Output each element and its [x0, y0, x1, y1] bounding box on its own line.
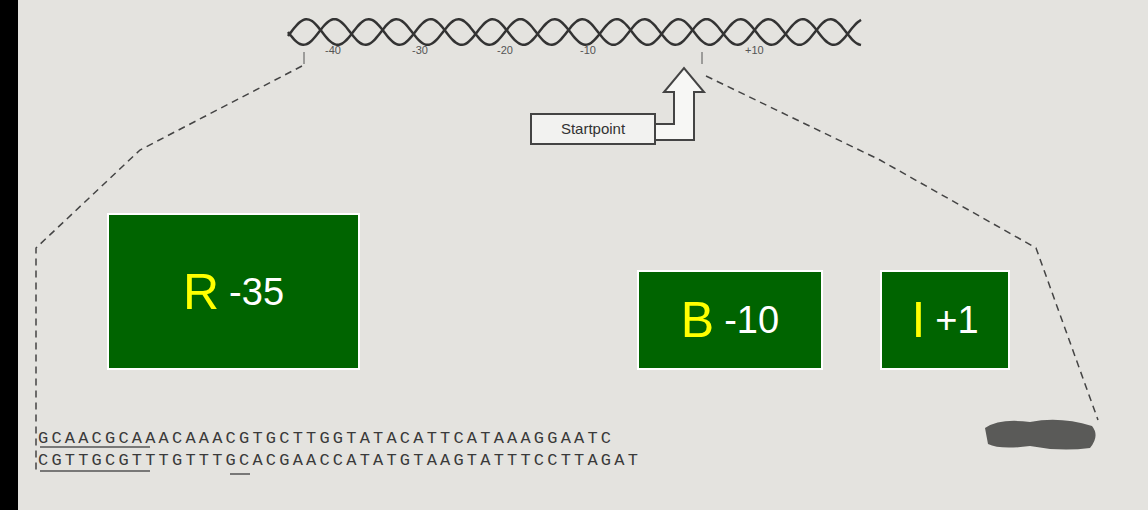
scale-number: +10: [745, 44, 764, 56]
promoter-region-box: B -10: [637, 270, 823, 370]
startpoint-box: Startpoint: [530, 113, 656, 145]
tick: [702, 52, 703, 64]
scale-number: -40: [325, 44, 341, 56]
scale-number: -10: [580, 44, 596, 56]
black-margin: [0, 0, 18, 510]
promoter-region-box: R -35: [107, 213, 360, 370]
position-number: -10: [724, 301, 779, 339]
box-label: R: [183, 267, 219, 317]
scale-number: -20: [497, 44, 513, 56]
position-number: +1: [935, 301, 978, 339]
startpoint-arrow: [650, 68, 704, 140]
underline: [40, 470, 150, 472]
dna-helix: [288, 19, 861, 45]
dashed-leaders: [36, 66, 1098, 470]
helix-strand: [288, 19, 861, 45]
helix-strand: [288, 19, 861, 45]
dna-sequence: GCAACGCAAACAAACGTGCTTGGTATACATTCATAAAGGA…: [38, 430, 614, 447]
scale-number: -30: [412, 44, 428, 56]
tick: [304, 52, 305, 64]
box-label: Startpoint: [561, 121, 625, 138]
promoter-region-box: I +1: [880, 270, 1010, 370]
underline: [230, 473, 250, 475]
box-label: B: [681, 295, 714, 345]
dna-sequence: CGTTGCGTTTGTTTGCACGAACCATATGTAAGTATTTCCT…: [38, 452, 641, 469]
scan-ground: [18, 0, 1148, 510]
position-number: -35: [229, 273, 284, 311]
ink-blot: [985, 420, 1096, 450]
box-label: I: [911, 295, 925, 345]
